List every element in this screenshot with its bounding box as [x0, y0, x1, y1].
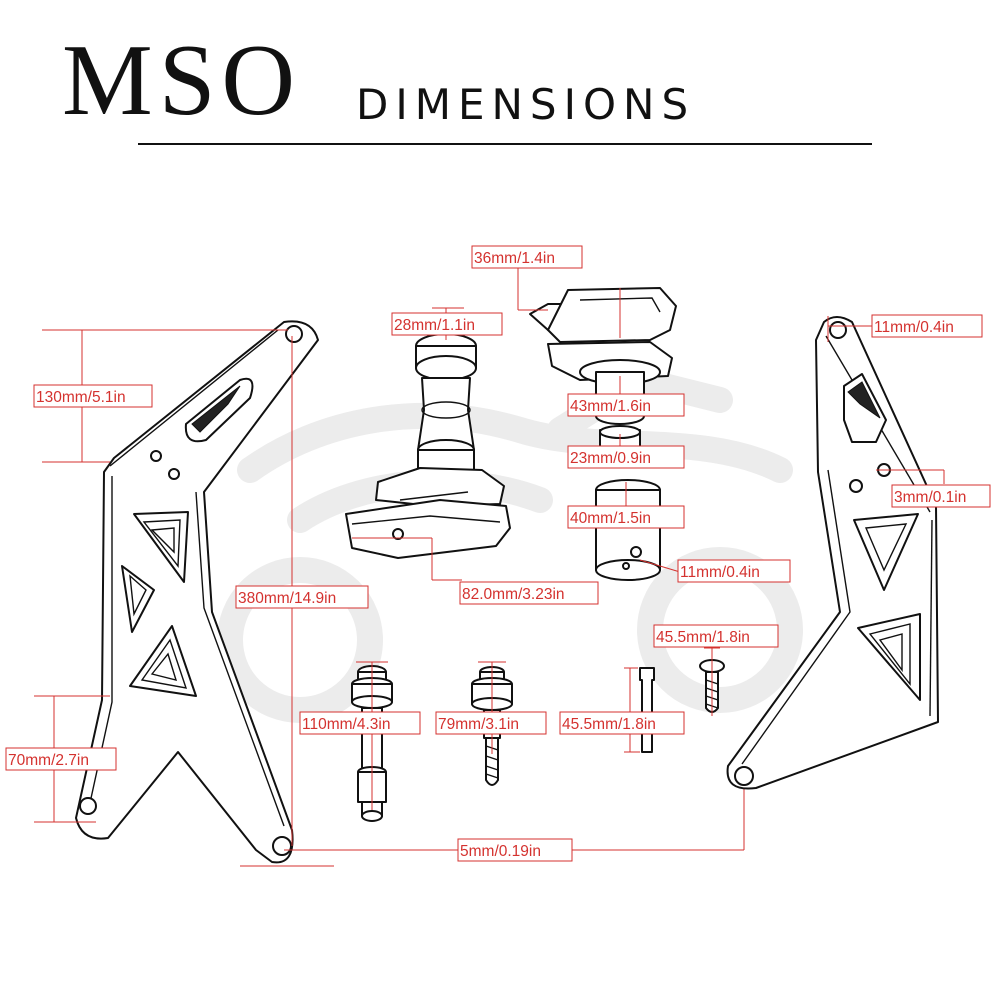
bolt-long-dimensions: [356, 661, 388, 810]
header-divider: [138, 143, 872, 145]
frame-slider-left: [345, 333, 511, 559]
label-bracket-top-height: 130mm/5.1in: [33, 384, 153, 408]
right-frame-bracket: [726, 316, 939, 790]
svg-text:23mm/0.9in: 23mm/0.9in: [570, 450, 651, 467]
svg-text:40mm/1.5in: 40mm/1.5in: [570, 510, 651, 527]
label-slider-neck-diameter: 23mm/0.9in: [567, 445, 685, 469]
slider-right-dimensions: [517, 268, 681, 573]
svg-text:43mm/1.6in: 43mm/1.6in: [570, 398, 651, 415]
svg-text:5mm/0.19in: 5mm/0.19in: [460, 843, 541, 860]
label-bracket-bottom-height: 70mm/2.7in: [5, 747, 117, 771]
frame-slider-right: [529, 287, 677, 581]
svg-text:70mm/2.7in: 70mm/2.7in: [8, 752, 89, 769]
label-right-small-hole: 3mm/0.1in: [891, 484, 991, 508]
label-bolt-long: 110mm/4.3in: [299, 711, 421, 735]
left-frame-bracket: [75, 320, 319, 864]
svg-text:3mm/0.1in: 3mm/0.1in: [894, 489, 966, 506]
svg-text:380mm/14.9in: 380mm/14.9in: [238, 590, 336, 607]
label-bracket-total-height: 380mm/14.9in: [235, 585, 369, 609]
label-slider-base-diameter: 40mm/1.5in: [567, 505, 685, 529]
screw-dimensions: [704, 647, 720, 716]
label-slider-length: 82.0mm/3.23in: [459, 581, 599, 605]
page-title: DIMENSIONS: [356, 80, 696, 129]
svg-text:11mm/0.4in: 11mm/0.4in: [680, 564, 760, 581]
label-slider-body-diameter: 43mm/1.6in: [567, 393, 685, 417]
bolt-medium-dimensions: [478, 661, 506, 754]
label-right-top-hole: 11mm/0.4in: [871, 314, 983, 338]
svg-text:79mm/3.1in: 79mm/3.1in: [438, 716, 519, 733]
label-slider-bore: 11mm/0.4in: [677, 559, 791, 583]
svg-text:130mm/5.1in: 130mm/5.1in: [36, 389, 126, 406]
svg-text:110mm/4.3in: 110mm/4.3in: [302, 716, 390, 733]
label-slider-top-width: 36mm/1.4in: [471, 245, 583, 269]
svg-text:36mm/1.4in: 36mm/1.4in: [474, 250, 555, 267]
label-bolt-medium: 79mm/3.1in: [435, 711, 547, 735]
pin-dimensions: [624, 667, 640, 753]
svg-text:11mm/0.4in: 11mm/0.4in: [874, 319, 954, 336]
label-pin-length: 45.5mm/1.8in: [559, 711, 685, 735]
svg-text:45.5mm/1.8in: 45.5mm/1.8in: [562, 716, 656, 733]
svg-text:28mm/1.1in: 28mm/1.1in: [394, 317, 475, 334]
left-bracket-dimensions: [34, 329, 745, 867]
label-screw-length: 45.5mm/1.8in: [653, 624, 779, 648]
brand-logo: MSO: [62, 24, 302, 137]
label-hole-diameter: 5mm/0.19in: [457, 838, 573, 862]
pin: [639, 667, 655, 753]
svg-text:82.0mm/3.23in: 82.0mm/3.23in: [462, 586, 565, 603]
svg-text:45.5mm/1.8in: 45.5mm/1.8in: [656, 629, 750, 646]
label-slider-cap-width: 28mm/1.1in: [391, 312, 503, 336]
right-bracket-dimensions: [827, 316, 945, 484]
